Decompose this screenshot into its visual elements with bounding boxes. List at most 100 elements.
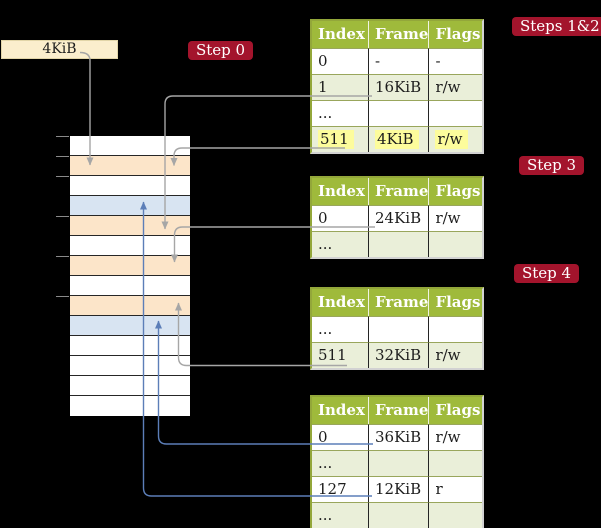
- table-row: ...: [312, 231, 483, 257]
- table-cell: 32KiB: [368, 342, 429, 368]
- memory-row-free: [70, 336, 190, 356]
- highlighted-value: 4KiB: [375, 129, 419, 149]
- table-cell: [368, 502, 429, 528]
- address-tick: [56, 216, 69, 217]
- column-header: Flags: [428, 397, 483, 424]
- step3-badge: Step 3: [519, 156, 585, 175]
- table-row: ...: [312, 502, 483, 528]
- table-cell: -: [428, 48, 483, 74]
- memory-row-free: [70, 176, 190, 196]
- table-cell: [428, 450, 483, 476]
- table-cell: 511: [312, 342, 368, 368]
- table-cell: ...: [312, 231, 368, 257]
- column-header: Flags: [428, 21, 483, 48]
- memory-row-mapped-page: [70, 316, 190, 336]
- table-cell: r/w: [428, 205, 483, 231]
- memory-row-mapped-page: [70, 196, 190, 216]
- table-cell: ...: [312, 316, 368, 342]
- table-cell: 0: [312, 48, 368, 74]
- table-cell: ...: [312, 100, 368, 126]
- memory-row-page-table: [70, 296, 190, 316]
- table-cell: 4KiB: [368, 126, 429, 152]
- memory-row-free: [70, 236, 190, 256]
- table-row: ...: [312, 450, 483, 476]
- column-header: Index: [312, 21, 368, 48]
- table-cell: r/w: [428, 126, 483, 152]
- table-cell: [428, 100, 483, 126]
- table-cell: r/w: [428, 342, 483, 368]
- step0-badge: Step 0: [188, 41, 254, 60]
- memory-row-page-table: [70, 216, 190, 236]
- table-cell: 0: [312, 205, 368, 231]
- table-row: ...: [312, 316, 483, 342]
- memory-row-free: [70, 356, 190, 376]
- column-header: Frame: [368, 289, 429, 316]
- memory-stack: [70, 136, 190, 416]
- column-header: Index: [312, 289, 368, 316]
- column-header: Frame: [368, 397, 429, 424]
- column-header: Frame: [368, 178, 429, 205]
- address-tick: [56, 136, 69, 137]
- table-cell: [428, 316, 483, 342]
- steps12-badge: Steps 1&2: [512, 17, 601, 36]
- column-header: Index: [312, 397, 368, 424]
- table-cell: 0: [312, 424, 368, 450]
- memory-row-page-table: [70, 256, 190, 276]
- frame-address-box: 4KiB: [1, 40, 118, 59]
- column-header: Flags: [428, 178, 483, 205]
- address-tick: [56, 296, 69, 297]
- address-tick: [56, 176, 69, 177]
- step4-badge: Step 4: [514, 264, 580, 283]
- memory-row-page-table: [70, 156, 190, 176]
- address-tick: [56, 156, 69, 157]
- table-cell: 1: [312, 74, 368, 100]
- table-cell: 16KiB: [368, 74, 429, 100]
- table-cell: [368, 100, 429, 126]
- memory-row-free: [70, 276, 190, 296]
- table-cell: 511: [312, 126, 368, 152]
- column-header: Flags: [428, 289, 483, 316]
- table-cell: r/w: [428, 74, 483, 100]
- column-header: Index: [312, 178, 368, 205]
- table-row: ...: [312, 100, 483, 126]
- memory-row-free: [70, 376, 190, 396]
- table-cell: 12KiB: [368, 476, 429, 502]
- table-cell: r: [428, 476, 483, 502]
- table-cell: [428, 231, 483, 257]
- table-cell: [368, 316, 429, 342]
- table-row: 511 4KiB r/w: [312, 126, 483, 152]
- table-cell: 127: [312, 476, 368, 502]
- column-header: Frame: [368, 21, 429, 48]
- memory-row-free: [70, 396, 190, 416]
- table-cell: r/w: [428, 424, 483, 450]
- table-cell: 36KiB: [368, 424, 429, 450]
- table-cell: [428, 502, 483, 528]
- table-cell: [368, 450, 429, 476]
- table-cell: [368, 231, 429, 257]
- table-cell: ...: [312, 502, 368, 528]
- table-row: 0--: [312, 48, 483, 74]
- address-tick: [56, 256, 69, 257]
- highlighted-value: r/w: [435, 129, 468, 149]
- memory-row-free: [70, 136, 190, 156]
- table-cell: 24KiB: [368, 205, 429, 231]
- table-cell: -: [368, 48, 429, 74]
